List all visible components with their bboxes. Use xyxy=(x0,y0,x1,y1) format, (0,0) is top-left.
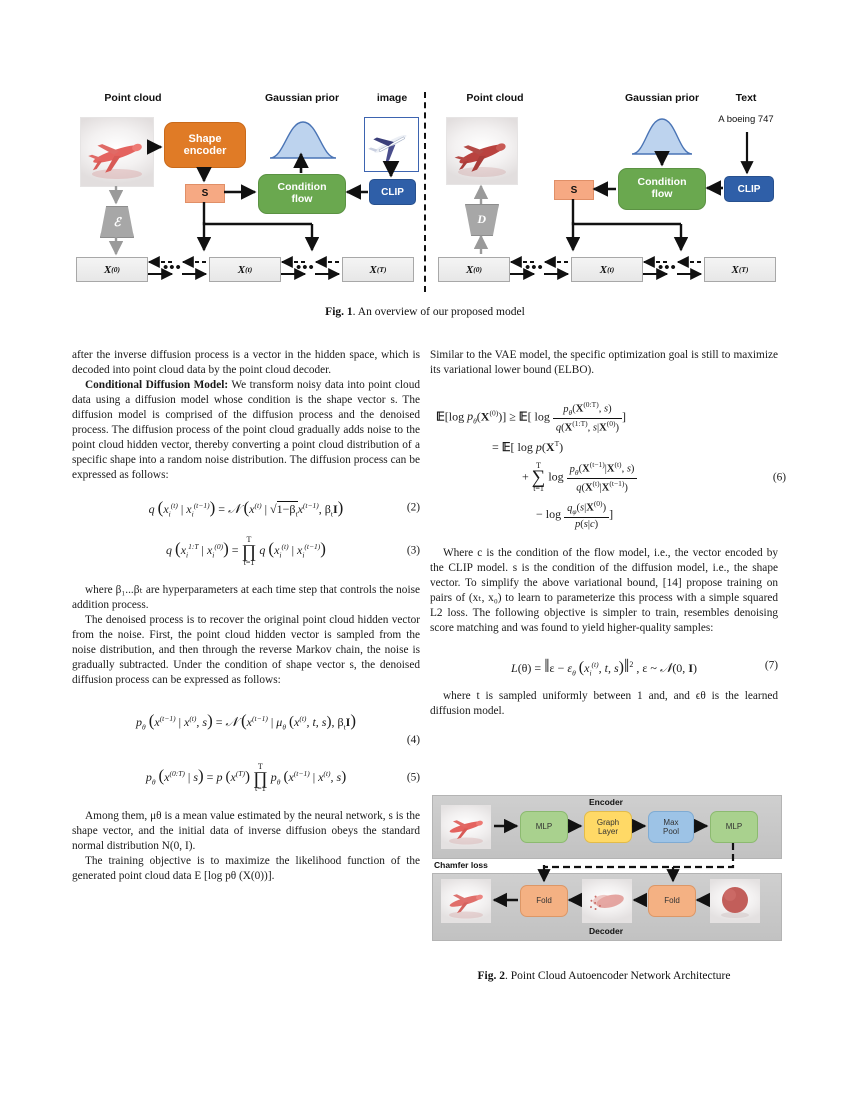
paragraph-l1: after the inverse diffusion process is a… xyxy=(72,349,420,377)
encoder-block-mlp-1[interactable]: MLP xyxy=(520,811,568,843)
header-text-right: Text xyxy=(735,92,757,104)
figure-1-caption-label: Fig. 1 xyxy=(325,306,353,318)
chain-base-x0-left: X xyxy=(103,263,112,276)
paragraph-r3: where t is sampled uniformly between 1 a… xyxy=(430,689,778,717)
equation-7-number: (7) xyxy=(764,659,778,672)
condition-flow-box-right[interactable]: Condition flow xyxy=(618,168,706,210)
encoder-block-mlp-2[interactable]: MLP xyxy=(710,811,758,843)
decoder-trapezoid-symbol: D xyxy=(465,204,499,236)
paragraph-l4: The denoised process is to recover the o… xyxy=(72,613,420,686)
equation-6-fraction-3: qφ(s|X(0)) p(s|c) xyxy=(564,499,610,532)
equation-4-number: (4) xyxy=(406,733,420,746)
condition-flow-box-left[interactable]: Condition flow xyxy=(258,174,346,214)
chain-sup-xt-left: (t) xyxy=(245,265,253,274)
point-cloud-thumbnail-left xyxy=(80,117,154,187)
encoder-block-graph-layer[interactable]: Graph Layer xyxy=(584,811,632,843)
product-operator-eq5: T∏t=1 xyxy=(252,761,268,794)
figure-2-caption-text: . Point Cloud Autoencoder Network Archit… xyxy=(505,970,731,982)
equation-6: 𝔼[log pθ(X(0))] ≥ 𝔼[ log pθ(X(0:T), s) q… xyxy=(436,400,786,532)
image-thumbnail-left xyxy=(364,117,419,172)
chain-base-xt-left: X xyxy=(237,263,246,276)
s-vector-box-right[interactable]: S xyxy=(554,180,594,200)
decoder-label: Decoder xyxy=(588,926,623,936)
header-point-cloud-left: Point cloud xyxy=(104,92,162,104)
chain-base-x0-right: X xyxy=(465,263,474,276)
equation-5: pθ (x(0:T) | s) = p (x(T)) T∏t=1 pθ (x(t… xyxy=(145,761,420,794)
chain-box-xT-left: X(T) xyxy=(342,257,414,282)
header-image-left: image xyxy=(376,92,408,104)
sphere-point-cloud-thumbnail xyxy=(710,879,760,923)
figure-1-divider xyxy=(424,92,426,292)
paragraph-l3: where β₁...βₜ are hyperparameters at eac… xyxy=(72,583,420,611)
paragraph-r1: Similar to the VAE model, the specific o… xyxy=(430,349,778,377)
paragraph-l2-text: We transform noisy data into point cloud… xyxy=(72,379,420,482)
intermediate-point-cloud-thumbnail xyxy=(582,879,632,923)
chain-box-x0-right: X(0) xyxy=(438,257,510,282)
paragraph-l6: The training objective is to maximize th… xyxy=(72,855,420,883)
header-point-cloud-right: Point cloud xyxy=(466,92,524,104)
figure-1-left-panel: Point cloud Gaussian prior image xyxy=(72,92,419,292)
chain-box-xt-left: X(t) xyxy=(209,257,281,282)
chain-base-xT-left: X xyxy=(369,263,377,276)
header-gaussian-prior-right: Gaussian prior xyxy=(624,92,700,104)
equation-4: pθ (x(t−1) | x(t), s) = 𝒩 (x(t−1) | μθ (… xyxy=(72,710,420,746)
figure-2-caption-label: Fig. 2 xyxy=(477,970,505,982)
clip-box-right[interactable]: CLIP xyxy=(724,176,774,202)
chain-sup-xT-right: (T) xyxy=(738,265,749,274)
encoder-trapezoid-symbol: ℰ xyxy=(100,206,134,238)
product-operator-eq3: T∏t=1 xyxy=(241,534,257,567)
conditional-diffusion-heading: Conditional Diffusion Model: xyxy=(85,379,229,392)
output-point-cloud-thumbnail xyxy=(441,879,491,923)
chain-box-xT-right: X(T) xyxy=(704,257,776,282)
sum-operator-eq6: T∑t=1 xyxy=(531,460,546,494)
decoder-block-fold-2[interactable]: Fold xyxy=(648,885,696,917)
chain-sup-x0-right: (0) xyxy=(473,265,483,274)
equation-6-fraction-2: pθ(X(t−1)|X(t), s) q(X(t)|X(t−1)) xyxy=(566,460,638,495)
chain-box-x0-left: X(0) xyxy=(76,257,148,282)
chain-ellipsis-2-left: ••• xyxy=(296,260,315,276)
equation-5-number: (5) xyxy=(406,771,420,784)
chain-sup-xT-left: (T) xyxy=(376,265,387,274)
figure-1-caption-text: . An overview of our proposed model xyxy=(352,306,525,318)
right-text-column: Similar to the VAE model, the specific o… xyxy=(430,348,786,719)
decoder-block-fold-1[interactable]: Fold xyxy=(520,885,568,917)
text-prompt-label: A boeing 747 xyxy=(718,114,774,125)
chain-sup-xt-right: (t) xyxy=(607,265,615,274)
figure-1-caption: Fig. 1. An overview of our proposed mode… xyxy=(0,306,850,318)
encoder-label: Encoder xyxy=(588,797,623,807)
paragraph-l5: Among them, μθ is a mean value estimated… xyxy=(72,810,420,853)
point-cloud-thumbnail-right xyxy=(446,117,518,185)
equation-2-number: (2) xyxy=(406,501,420,514)
figure-2: Encoder MLP Graph Layer Max Pool MLP Cha… xyxy=(432,795,782,943)
equation-3-number: (3) xyxy=(406,544,420,557)
gaussian-prior-curve-left xyxy=(268,116,338,160)
decoder-symbol-text: D xyxy=(477,212,487,227)
header-gaussian-prior-left: Gaussian prior xyxy=(264,92,340,104)
equation-6-fraction-1: pθ(X(0:T), s) q(X(1:T), s|X(0)) xyxy=(552,400,622,435)
figure-1: Point cloud Gaussian prior image xyxy=(72,92,780,292)
left-text-column: after the inverse diffusion process is a… xyxy=(72,348,420,884)
chain-base-xt-right: X xyxy=(599,263,608,276)
equation-7: L(θ) = ‖ε − εθ (xi(t), t, s)‖2 , ε ~ 𝒩(0… xyxy=(511,655,778,678)
figure-1-right-panel: Point cloud Gaussian prior Text A boeing… xyxy=(434,92,780,292)
equation-6-number: (6) xyxy=(772,470,786,483)
chain-base-xT-right: X xyxy=(731,263,739,276)
chain-box-xt-right: X(t) xyxy=(571,257,643,282)
chain-ellipsis-1-left: ••• xyxy=(163,260,182,276)
gaussian-prior-curve-right xyxy=(630,114,694,156)
equation-3: q (xi1:T | xi(0)) = T∏t=1 q (xi(t) | xi(… xyxy=(166,534,420,567)
paragraph-l2: Conditional Diffusion Model: We transfor… xyxy=(72,378,420,483)
clip-box-left[interactable]: CLIP xyxy=(369,179,416,205)
equation-2: q (xi(t) | xi(t−1)) = 𝒩 (x(t) | √1−βtx(t… xyxy=(148,498,420,519)
chain-sup-x0-left: (0) xyxy=(111,265,121,274)
paragraph-r2: Where c is the condition of the flow mod… xyxy=(430,546,778,634)
input-point-cloud-thumbnail xyxy=(441,805,491,849)
chamfer-loss-label: Chamfer loss xyxy=(434,860,488,870)
shape-encoder-box[interactable]: Shape encoder xyxy=(164,122,246,168)
s-vector-box-left[interactable]: S xyxy=(185,184,225,203)
figure-2-caption: Fig. 2. Point Cloud Autoencoder Network … xyxy=(430,970,778,982)
chain-ellipsis-2-right: ••• xyxy=(658,260,677,276)
chain-ellipsis-1-right: ••• xyxy=(525,260,544,276)
encoder-block-max-pool[interactable]: Max Pool xyxy=(648,811,694,843)
